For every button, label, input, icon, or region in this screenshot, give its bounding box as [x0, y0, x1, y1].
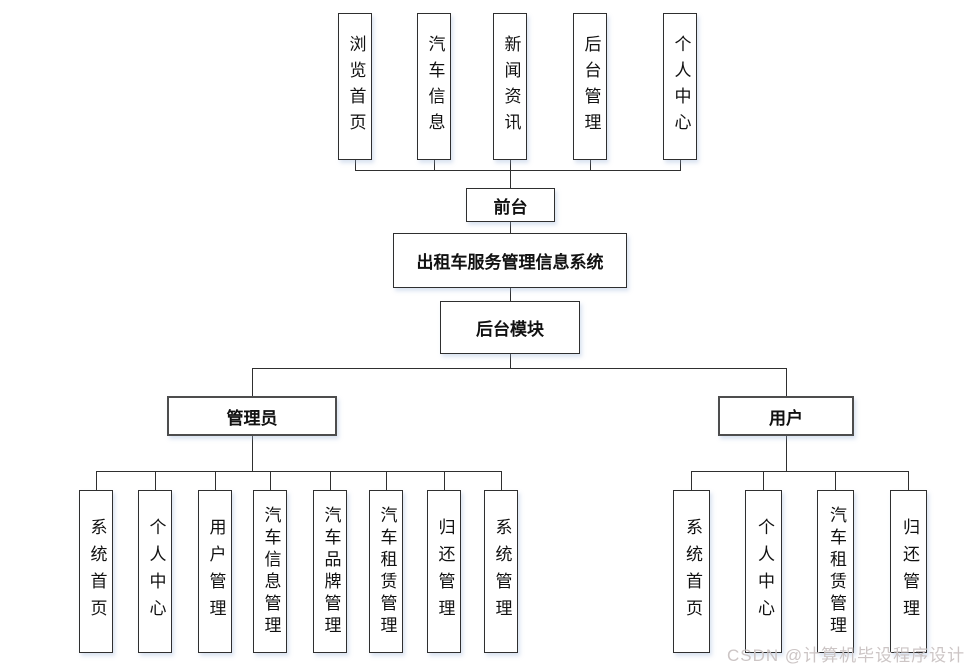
connector-line [215, 471, 216, 490]
connector-line [270, 471, 271, 490]
connector-line [386, 471, 387, 490]
csdn-watermark: CSDN @计算机毕设程序设计 [727, 646, 966, 665]
connector-line [330, 471, 331, 490]
admin-role-node: 管理员 [167, 396, 337, 436]
connector-line [590, 160, 591, 170]
connector-line [763, 471, 764, 490]
admin-module-box: 汽车信息管理 [253, 490, 287, 653]
connector-line [835, 471, 836, 490]
connector-line [252, 368, 253, 396]
admin-module-box: 系统首页 [79, 490, 113, 653]
connector-line [96, 471, 502, 472]
front-module-box: 浏览首页 [338, 13, 372, 160]
front-module-box: 后台管理 [573, 13, 607, 160]
admin-module-box: 汽车租赁管理 [369, 490, 403, 653]
connector-line [355, 160, 356, 170]
connector-line [691, 471, 909, 472]
connector-line [691, 471, 692, 490]
connector-line [252, 368, 787, 369]
connector-line [510, 288, 511, 301]
backend-node: 后台模块 [440, 301, 580, 354]
front-module-box: 汽车信息 [417, 13, 451, 160]
user-module-box: 汽车租赁管理 [817, 490, 854, 653]
user-module-box: 系统首页 [673, 490, 710, 653]
connector-line [501, 471, 502, 490]
user-module-box: 归还管理 [890, 490, 927, 653]
root-node: 出租车服务管理信息系统 [393, 233, 627, 288]
connector-line [96, 471, 97, 490]
connector-line [510, 170, 511, 188]
admin-module-box: 归还管理 [427, 490, 461, 653]
connector-line [786, 368, 787, 396]
admin-module-box: 系统管理 [484, 490, 518, 653]
connector-line [510, 354, 511, 368]
front-module-box: 个人中心 [663, 13, 697, 160]
connector-line [155, 471, 156, 490]
admin-module-box: 用户管理 [198, 490, 232, 653]
connector-line [444, 471, 445, 490]
connector-line [434, 160, 435, 170]
connector-line [252, 436, 253, 471]
front-node: 前台 [466, 188, 555, 222]
connector-line [680, 160, 681, 170]
connector-line [355, 170, 681, 171]
connector-line [510, 222, 511, 233]
admin-module-box: 个人中心 [138, 490, 172, 653]
admin-module-box: 汽车品牌管理 [313, 490, 347, 653]
connector-line [510, 160, 511, 170]
connector-line [908, 471, 909, 490]
connector-line [786, 436, 787, 471]
user-role-node: 用户 [718, 396, 854, 436]
front-module-box: 新闻资讯 [493, 13, 527, 160]
user-module-box: 个人中心 [745, 490, 782, 653]
